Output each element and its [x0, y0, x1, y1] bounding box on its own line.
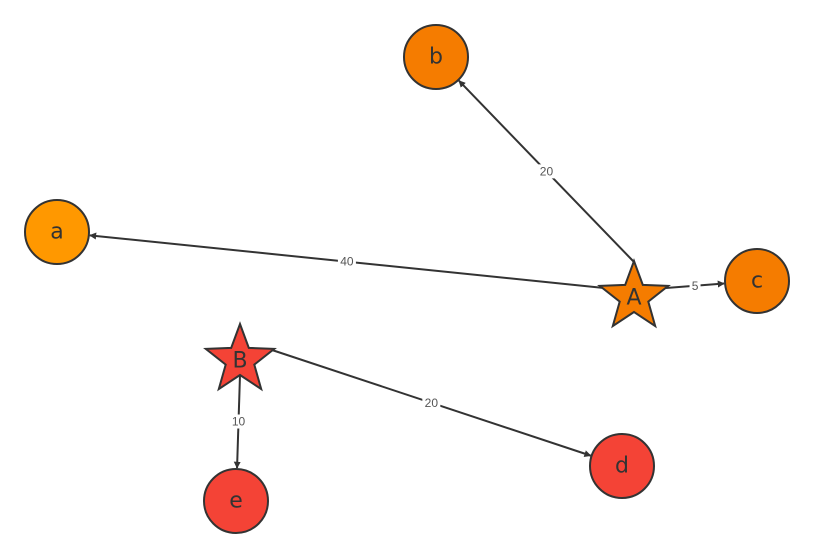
node-b[interactable]: b — [403, 24, 469, 90]
edge-B-d[interactable]: 20 — [271, 349, 592, 457]
node-a[interactable]: a — [24, 199, 90, 265]
star-node-shape — [203, 321, 277, 392]
circle-node-shape — [589, 433, 655, 499]
edge-label-background — [229, 414, 248, 429]
edge-weight-label: 20 — [540, 164, 554, 178]
node-B[interactable]: B — [203, 321, 277, 392]
edge-B-e[interactable]: 10 — [229, 374, 248, 469]
nodes: a b cA Bd e — [24, 24, 790, 534]
star-node-shape — [597, 258, 671, 329]
edges: 20 40 5 20 10 — [89, 80, 725, 469]
node-label: b — [429, 45, 443, 70]
edge-label-background — [422, 395, 441, 410]
node-label: e — [229, 489, 243, 514]
circle-node-shape — [403, 24, 469, 90]
edge-weight-label: 10 — [232, 415, 246, 429]
node-label: c — [751, 269, 763, 294]
circle-node-shape — [724, 248, 790, 314]
edge-label-background — [337, 254, 356, 269]
edge-A-b[interactable]: 20 — [458, 80, 635, 263]
edge-weight-label: 40 — [340, 255, 354, 269]
node-A[interactable]: A — [597, 258, 671, 329]
edge-A-c[interactable]: 5 — [665, 278, 725, 293]
node-d[interactable]: d — [589, 433, 655, 499]
circle-node-shape — [24, 199, 90, 265]
circle-node-shape — [203, 468, 269, 534]
node-label: d — [615, 454, 629, 479]
edge-label-background — [689, 278, 701, 293]
node-e[interactable]: e — [203, 468, 269, 534]
edge-label-background — [537, 164, 556, 179]
edge-weight-label: 5 — [692, 279, 699, 293]
node-label: a — [50, 220, 63, 245]
node-label: A — [626, 286, 641, 311]
edge-A-a[interactable]: 40 — [89, 232, 605, 289]
edge-weight-label: 20 — [425, 396, 439, 410]
node-label: B — [232, 349, 247, 374]
node-c[interactable]: c — [724, 248, 790, 314]
